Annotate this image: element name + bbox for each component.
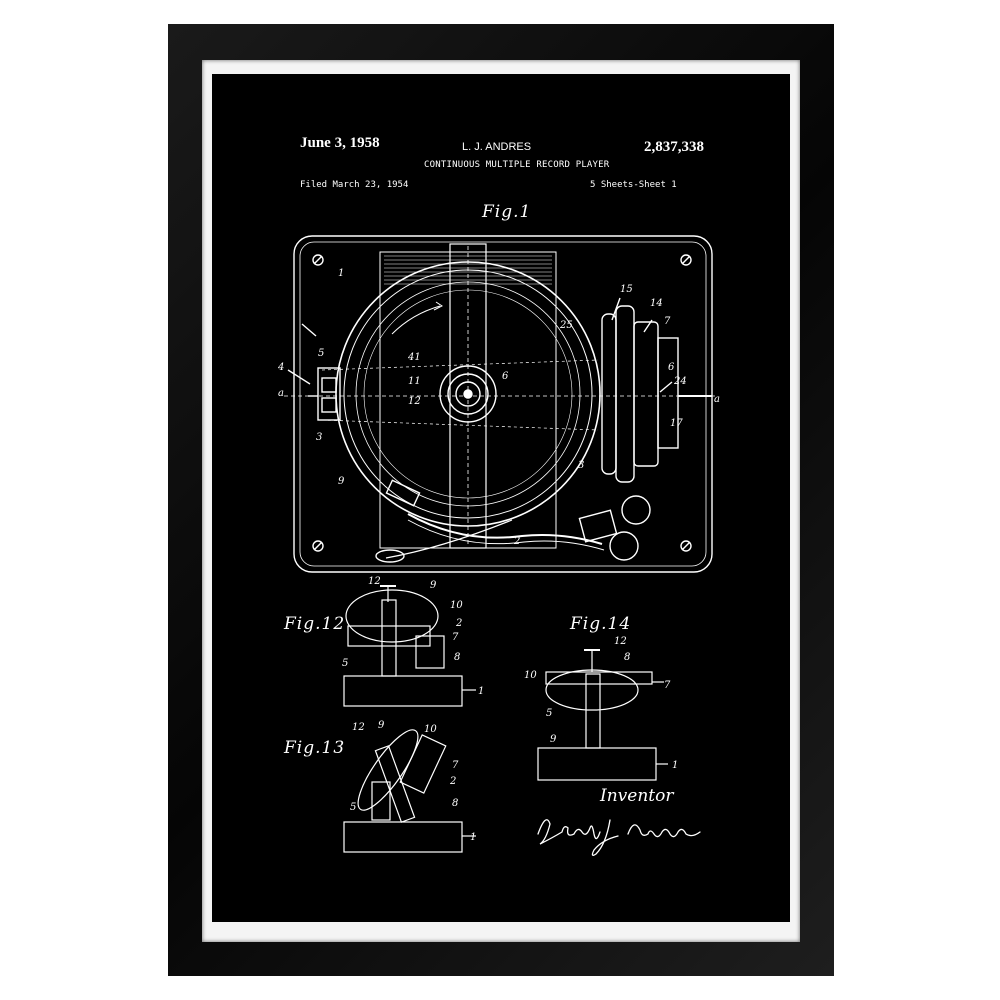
svg-text:2: 2 bbox=[449, 776, 456, 787]
svg-text:1: 1 bbox=[470, 832, 476, 843]
svg-text:15: 15 bbox=[620, 284, 633, 295]
patent-number: 2,837,338 bbox=[644, 139, 704, 155]
svg-text:9: 9 bbox=[550, 734, 557, 745]
svg-text:7: 7 bbox=[664, 316, 671, 327]
svg-text:5: 5 bbox=[350, 802, 356, 813]
inventor-label: Inventor bbox=[600, 786, 674, 806]
patent-sheets: 5 Sheets-Sheet 1 bbox=[590, 180, 677, 190]
svg-text:17: 17 bbox=[670, 418, 683, 429]
svg-text:5: 5 bbox=[546, 708, 552, 719]
svg-text:1: 1 bbox=[478, 686, 484, 697]
svg-text:12: 12 bbox=[614, 636, 627, 647]
svg-text:5: 5 bbox=[318, 348, 324, 359]
figure-12-label: Fig.12 bbox=[284, 614, 346, 634]
figure-13-drawing bbox=[343, 729, 476, 853]
svg-text:a: a bbox=[278, 388, 284, 399]
figure-14-label: Fig.14 bbox=[570, 614, 632, 634]
svg-text:41: 41 bbox=[407, 352, 421, 363]
svg-text:a: a bbox=[714, 394, 720, 405]
figure-14-drawing bbox=[537, 649, 668, 781]
svg-text:2: 2 bbox=[455, 618, 462, 629]
svg-text:9: 9 bbox=[378, 720, 385, 731]
svg-text:12: 12 bbox=[368, 576, 381, 587]
patent-title: CONTINUOUS MULTIPLE RECORD PLAYER bbox=[424, 160, 610, 170]
svg-text:9: 9 bbox=[338, 476, 345, 487]
svg-text:5: 5 bbox=[342, 658, 348, 669]
svg-text:10: 10 bbox=[424, 724, 437, 735]
patent-filed-date: Filed March 23, 1954 bbox=[300, 180, 409, 190]
svg-text:8: 8 bbox=[454, 652, 460, 663]
figure-13-label: Fig.13 bbox=[284, 738, 346, 758]
svg-text:25: 25 bbox=[559, 320, 573, 331]
svg-text:10: 10 bbox=[524, 670, 537, 681]
base-plate bbox=[293, 235, 713, 573]
svg-text:24: 24 bbox=[673, 376, 687, 387]
svg-text:12: 12 bbox=[352, 722, 365, 733]
svg-text:7: 7 bbox=[664, 680, 671, 691]
svg-text:11: 11 bbox=[408, 376, 421, 387]
svg-text:8: 8 bbox=[452, 798, 458, 809]
figure-12-drawing bbox=[343, 585, 476, 707]
svg-text:8: 8 bbox=[624, 652, 630, 663]
svg-text:3: 3 bbox=[316, 432, 322, 443]
patent-inventor: L. J. ANDRES bbox=[462, 141, 532, 153]
svg-text:2: 2 bbox=[513, 536, 520, 547]
patent-date: June 3, 1958 bbox=[300, 135, 380, 151]
svg-text:14: 14 bbox=[650, 298, 663, 309]
svg-text:4: 4 bbox=[277, 362, 284, 373]
svg-text:1: 1 bbox=[338, 268, 344, 279]
svg-text:1: 1 bbox=[672, 760, 678, 771]
svg-text:9: 9 bbox=[430, 580, 437, 591]
svg-text:7: 7 bbox=[452, 632, 459, 643]
svg-text:10: 10 bbox=[450, 600, 463, 611]
svg-text:12: 12 bbox=[408, 396, 421, 407]
figure-1-label: Fig.1 bbox=[482, 202, 532, 222]
figure-1-drawing: 1 5 4 a 3 41 11 12 6 25 9 15 14 7 6 24 1… bbox=[277, 235, 720, 853]
svg-text:6: 6 bbox=[668, 362, 675, 373]
patent-print: June 3, 1958 L. J. ANDRES 2,837,338 CONT… bbox=[212, 74, 790, 922]
svg-text:7: 7 bbox=[452, 760, 459, 771]
inventor-signature bbox=[537, 819, 701, 856]
svg-text:3: 3 bbox=[578, 460, 584, 471]
svg-text:6: 6 bbox=[502, 371, 509, 382]
